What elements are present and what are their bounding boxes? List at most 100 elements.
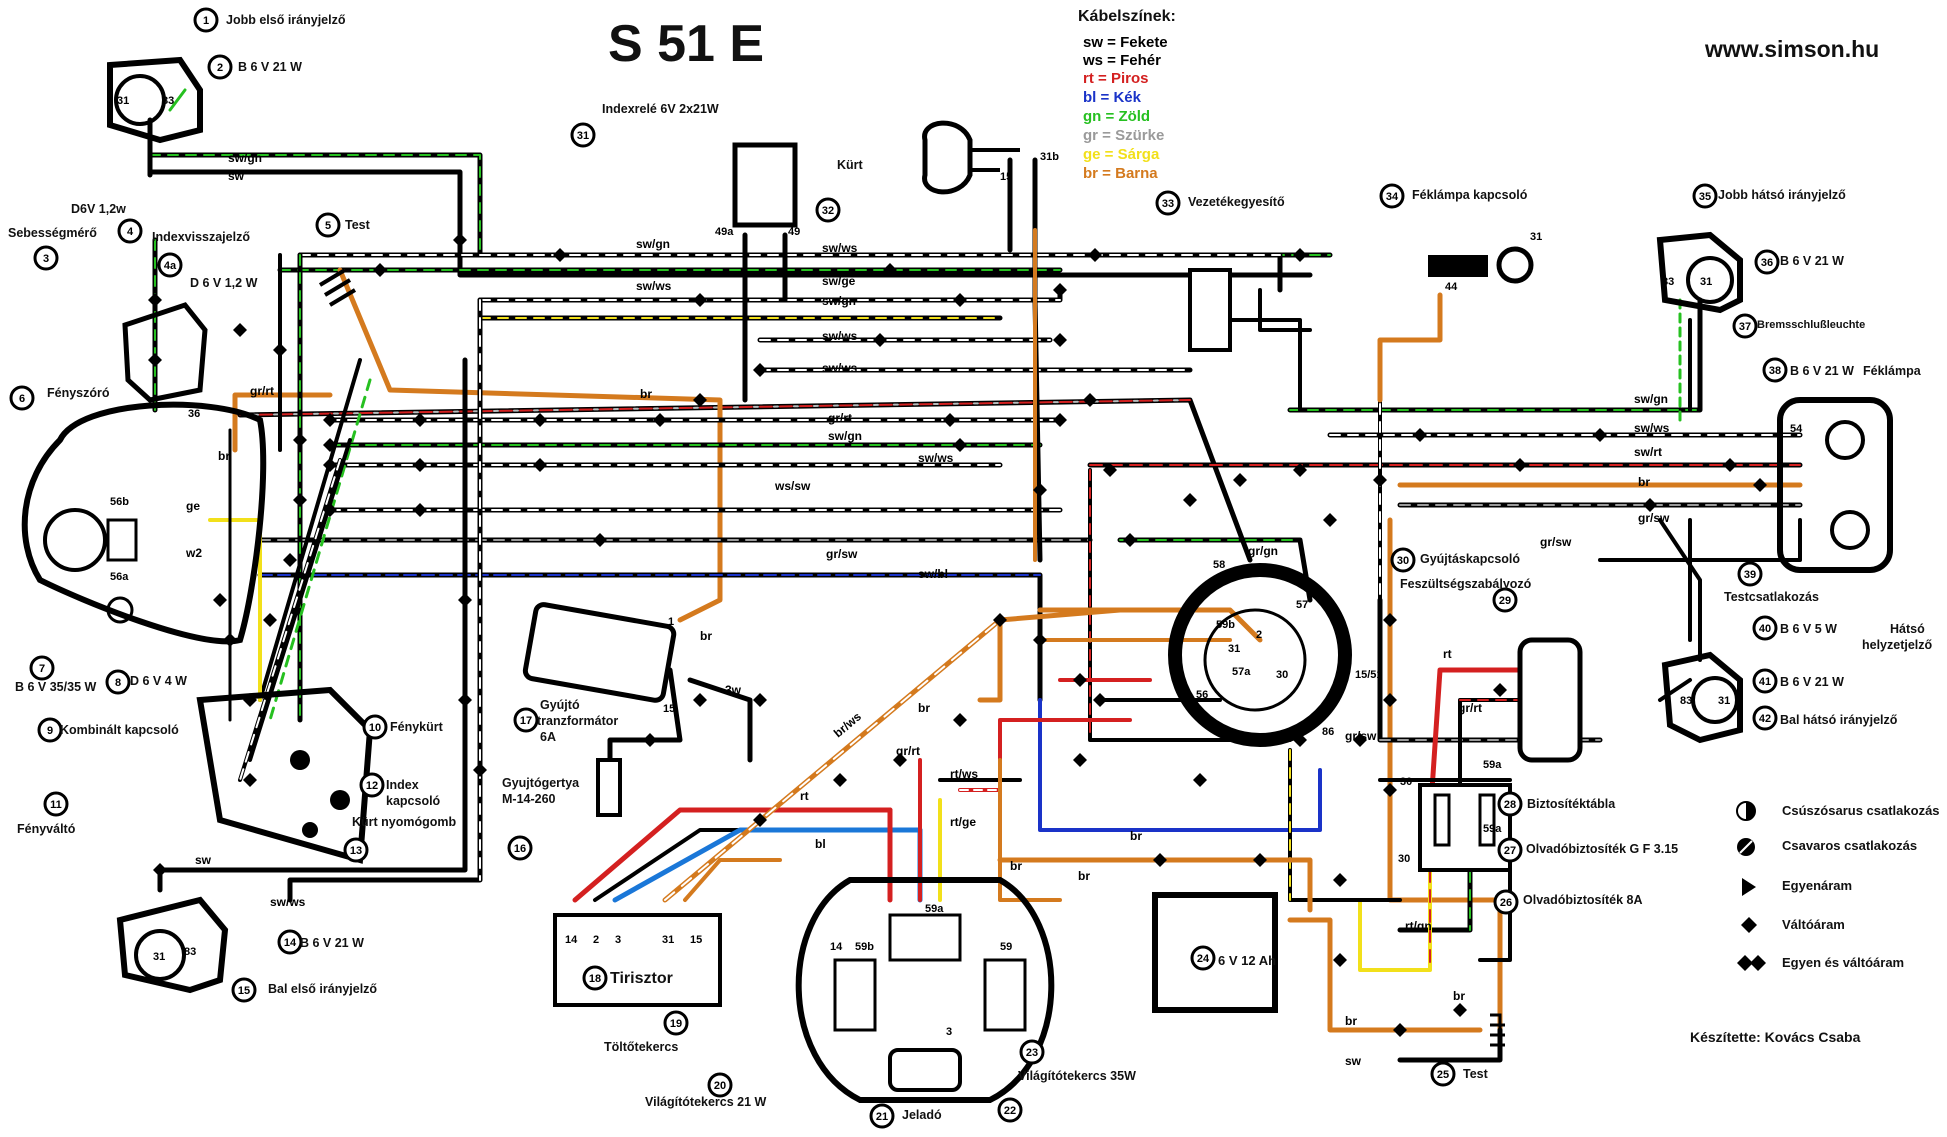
half-circle-icon bbox=[1736, 801, 1756, 821]
terminal-label: 31 bbox=[662, 934, 674, 946]
terminal-label: 15 bbox=[690, 934, 702, 946]
label-bulb-14: B 6 V 21 W bbox=[300, 936, 364, 950]
wire-label: rt/ge bbox=[950, 815, 976, 829]
terminal-label: 30 bbox=[1276, 669, 1288, 681]
junction-marker bbox=[953, 438, 967, 452]
cable-name: Szürke bbox=[1115, 127, 1165, 144]
terminal-label: 30 bbox=[1398, 853, 1410, 865]
terminal-label: 83 bbox=[1680, 695, 1692, 707]
cable-name: Kék bbox=[1113, 89, 1141, 106]
label-front-left-indicator: Bal első irányjelző bbox=[268, 982, 378, 996]
junction-marker bbox=[1383, 613, 1397, 627]
wire-label: gr/rt bbox=[1458, 701, 1482, 715]
junction-marker bbox=[1093, 693, 1107, 707]
wire-label: gr/gn bbox=[1248, 544, 1278, 558]
label-bulb-4b: D6V 1,2w bbox=[71, 202, 126, 216]
component-number: 11 bbox=[50, 799, 62, 811]
terminal-label: 31 bbox=[1718, 695, 1730, 707]
wire-label: sw/ws bbox=[918, 451, 954, 465]
label-horn-button: Kürt nyomógomb bbox=[352, 815, 457, 829]
component-number-circle bbox=[570, 122, 596, 148]
terminal-label: 56 bbox=[1196, 689, 1208, 701]
cable-equals: = bbox=[1100, 146, 1118, 163]
terminal-label: 59b bbox=[855, 941, 874, 953]
junction-marker bbox=[993, 613, 1007, 627]
junction-marker bbox=[283, 553, 297, 567]
wire-relay bbox=[742, 232, 788, 403]
wire-label: sw/ws bbox=[822, 329, 858, 343]
component-number: 38 bbox=[1769, 365, 1781, 377]
component-number-circle bbox=[1379, 183, 1405, 209]
brake-switch-shape bbox=[1428, 246, 1534, 284]
cable-code: sw bbox=[1083, 34, 1104, 51]
terminal-label: 86 bbox=[1322, 726, 1334, 738]
junction-marker bbox=[883, 263, 897, 277]
combined-switch-shape bbox=[196, 686, 374, 864]
component-number-circle bbox=[1752, 705, 1778, 731]
junction-marker bbox=[323, 438, 337, 452]
wire-harness-left bbox=[152, 237, 483, 903]
wire-label: sw bbox=[195, 853, 212, 867]
junction-marker bbox=[1183, 493, 1197, 507]
component-number: 19 bbox=[670, 1018, 682, 1030]
component-number-circle bbox=[29, 655, 55, 681]
test-ground-shape bbox=[318, 268, 357, 307]
component-number: 33 bbox=[1162, 198, 1174, 210]
component-number: 42 bbox=[1759, 713, 1771, 725]
terminal-label: 54 bbox=[1790, 423, 1803, 435]
front-right-indicator-shape bbox=[107, 56, 203, 144]
component-number-circle bbox=[362, 714, 388, 740]
cable-code: bl bbox=[1083, 89, 1097, 106]
junction-marker bbox=[293, 433, 307, 447]
component-number: 18 bbox=[589, 973, 601, 985]
cable-equals: = bbox=[1103, 52, 1121, 69]
label-lighting-coil-35: Világítótekercs 35W bbox=[1018, 1069, 1136, 1083]
terminal-label: 14 bbox=[830, 941, 843, 953]
junction-marker bbox=[148, 293, 162, 307]
wire-label: sw/gn bbox=[828, 429, 862, 443]
label-voltage-regulator: Feszültségszabályozó bbox=[1400, 577, 1532, 591]
label-coil-1: Gyújtó bbox=[540, 698, 580, 712]
cable-legend-row: gn = Zöld bbox=[1083, 108, 1150, 125]
component-number-circle bbox=[1497, 837, 1523, 863]
junction-marker bbox=[1053, 333, 1067, 347]
cable-code: ge bbox=[1083, 146, 1101, 163]
component-number: 29 bbox=[1499, 595, 1511, 607]
label-bulb-40: B 6 V 5 W bbox=[1780, 622, 1837, 636]
junction-marker bbox=[533, 413, 547, 427]
junction-marker bbox=[1103, 463, 1117, 477]
label-fuse-8a: Olvadóbiztosíték 8A bbox=[1523, 893, 1643, 907]
junction-marker bbox=[1033, 483, 1047, 497]
rear-right-indicator-shape bbox=[1656, 231, 1743, 314]
component-number-circle bbox=[117, 218, 143, 244]
wire-bus-top bbox=[147, 152, 1333, 373]
junction-marker bbox=[693, 693, 707, 707]
wire-rectifier bbox=[572, 607, 1132, 903]
junction-marker bbox=[693, 293, 707, 307]
component-number: 27 bbox=[1504, 845, 1516, 857]
cable-equals: = bbox=[1101, 108, 1119, 125]
diagram-title: S 51 E bbox=[608, 15, 765, 73]
component-number-circle bbox=[1732, 313, 1758, 339]
wire-label: ws/sw bbox=[774, 479, 811, 493]
junction-marker bbox=[1383, 693, 1397, 707]
website-link[interactable]: www.simson.hu bbox=[1705, 36, 1880, 62]
component-number: 28 bbox=[1504, 799, 1516, 811]
component-number: 16 bbox=[514, 843, 526, 855]
junction-markers bbox=[148, 233, 1767, 1037]
component-number-circle bbox=[1497, 791, 1523, 817]
junction-marker bbox=[1593, 428, 1607, 442]
cable-legend-row: sw = Fekete bbox=[1083, 34, 1168, 51]
junction-marker bbox=[1513, 458, 1527, 472]
cable-legend-row: rt = Piros bbox=[1083, 70, 1148, 87]
component-number: 26 bbox=[1500, 897, 1512, 909]
junction-marker bbox=[1293, 463, 1307, 477]
component-number-circle bbox=[1493, 889, 1519, 915]
wire-gr-rt bbox=[237, 397, 1253, 563]
label-combined-switch: Kombinált kapcsoló bbox=[60, 723, 179, 737]
junction-marker bbox=[263, 613, 277, 627]
junction-marker bbox=[273, 343, 287, 357]
junction-marker bbox=[893, 753, 907, 767]
wire-label: rt bbox=[800, 789, 809, 803]
label-fuse-board: Biztosítéktábla bbox=[1527, 797, 1616, 811]
